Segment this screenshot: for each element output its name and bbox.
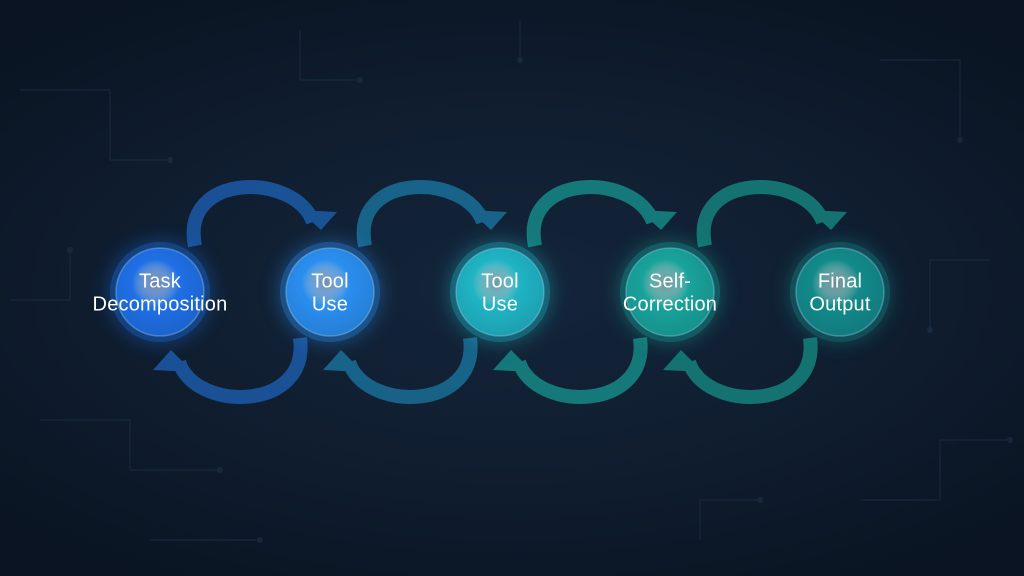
arrowhead-icon xyxy=(469,210,507,230)
node-circle xyxy=(795,247,885,337)
node-label: Decomposition xyxy=(93,294,228,316)
arrowhead-icon xyxy=(639,210,677,230)
loop-bottom-arc xyxy=(342,337,478,404)
node-label: Final xyxy=(818,271,862,293)
loop-top-arc xyxy=(526,180,660,248)
node-circle xyxy=(625,247,715,337)
node-label: Tool xyxy=(311,271,349,293)
loop-top-arc xyxy=(186,180,320,248)
loop-top-arc xyxy=(356,180,490,248)
arrowhead-icon xyxy=(809,210,847,230)
node-self-correction: Self-Correction xyxy=(620,242,720,342)
loop-bottom-arc xyxy=(682,337,818,404)
node-label: Correction xyxy=(623,294,717,316)
node-label: Self- xyxy=(649,271,691,293)
loop-arrows xyxy=(153,180,847,404)
node-label: Output xyxy=(809,294,870,316)
loop-arrow-tool-use-1-to-tool-use-2 xyxy=(323,180,507,404)
loop-bottom-arc xyxy=(172,337,308,404)
arrowhead-icon xyxy=(153,350,193,372)
node-circle xyxy=(115,247,205,337)
loop-top-arc xyxy=(696,180,830,248)
node-label: Task xyxy=(139,271,182,293)
node-label: Tool xyxy=(481,271,519,293)
node-label: Use xyxy=(482,294,518,316)
node-circle xyxy=(285,247,375,337)
loop-arrow-task-decomposition-to-tool-use-1 xyxy=(153,180,337,404)
arrowhead-icon xyxy=(323,350,363,372)
node-label: Use xyxy=(312,294,348,316)
process-nodes: TaskDecompositionToolUseToolUseSelf-Corr… xyxy=(93,242,890,342)
arrowhead-icon xyxy=(493,350,533,372)
loop-arrow-tool-use-2-to-self-correction xyxy=(493,180,677,404)
loop-bottom-arc xyxy=(512,337,648,404)
node-circle xyxy=(455,247,545,337)
arrowhead-icon xyxy=(299,210,337,230)
arrowhead-icon xyxy=(663,350,703,372)
loop-arrow-self-correction-to-final-output xyxy=(663,180,847,404)
